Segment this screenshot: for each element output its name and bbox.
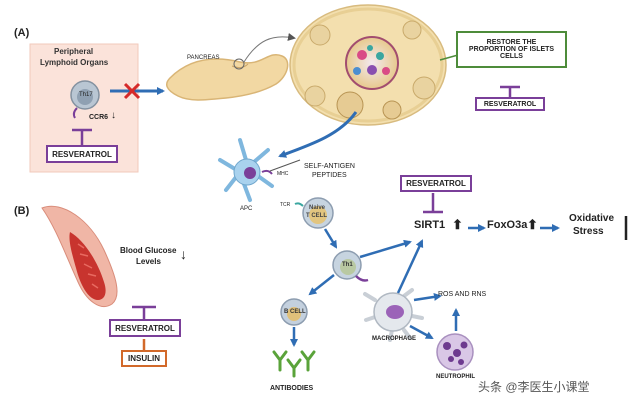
apc-cell bbox=[218, 138, 274, 202]
th17-label: Th17 bbox=[79, 92, 93, 98]
foxo3a-up-arrow: ⬆ bbox=[527, 217, 538, 232]
restore-line-3: CELLS bbox=[500, 53, 523, 60]
self-antigen-line-1: SELF-ANTIGEN bbox=[304, 163, 355, 170]
mhc-label: MHC bbox=[277, 171, 289, 177]
ccr6-down-arrow: ↓ bbox=[111, 110, 116, 121]
antibodies-icons bbox=[272, 350, 316, 378]
insulin-box: INSULIN bbox=[121, 350, 167, 367]
sirt1-up-arrow: ⬆ bbox=[452, 217, 463, 232]
pancreas-zoom-circle bbox=[233, 58, 245, 70]
macrophage-cell bbox=[363, 288, 424, 342]
restore-islets-box: RESTORE THE PROPORTION OF ISLETS CELLS bbox=[456, 31, 567, 68]
arrow-macrophage-to-neutrophil bbox=[409, 324, 434, 340]
restore-line-2: PROPORTION OF ISLETS bbox=[468, 46, 555, 53]
restore-line-1: RESTORE THE bbox=[486, 39, 537, 46]
sirt1-label: SIRT1 bbox=[414, 219, 446, 231]
antibodies-label: ANTIBODIES bbox=[270, 385, 314, 392]
self-antigen-line-2: PEPTIDES bbox=[312, 172, 347, 179]
ros-rns-label: ROS AND RNS bbox=[438, 291, 487, 298]
naive-t-cell bbox=[294, 197, 334, 229]
pancreas-label: PANCREAS bbox=[187, 55, 220, 61]
oxidative-label-2: Stress bbox=[573, 226, 604, 237]
macrophage-label: MACROPHAGE bbox=[372, 336, 417, 342]
neutrophil-label: NEUTROPHIL bbox=[436, 374, 475, 380]
naive-label-1: Naive bbox=[309, 205, 326, 211]
tissue-to-restore-line bbox=[439, 54, 459, 61]
glucose-label-2: Levels bbox=[136, 257, 161, 266]
th17-cell bbox=[70, 80, 100, 119]
neutrophil-cell bbox=[436, 333, 474, 371]
apc-label: APC bbox=[240, 206, 253, 212]
oxidative-label-1: Oxidative bbox=[569, 213, 615, 224]
tcr-label: TCR bbox=[280, 202, 291, 208]
th1-cell bbox=[332, 250, 369, 282]
cross-mark bbox=[123, 82, 141, 100]
lymphoid-title-2: Lymphoid Organs bbox=[40, 58, 109, 67]
arrow-macrophage-to-ros bbox=[413, 292, 442, 302]
zoom-arrow bbox=[243, 32, 296, 63]
glucose-label-1: Blood Glucose bbox=[120, 246, 177, 255]
arrow-tissue-to-apc bbox=[278, 111, 358, 158]
resveratrol-box-sirt1: RESVERATROL bbox=[400, 175, 472, 192]
resveratrol-box-glucose: RESVERATROL bbox=[109, 319, 181, 337]
lymphoid-title-1: Peripheral bbox=[54, 47, 94, 56]
resveratrol-box-restore: RESVERATROL bbox=[475, 97, 545, 111]
panel-b-label: (B) bbox=[14, 205, 30, 217]
b-cell-label: B CELL bbox=[284, 309, 306, 315]
foxo3a-label: FoxO3a bbox=[487, 219, 528, 231]
watermark: 头条 @李医生小课堂 bbox=[478, 380, 590, 394]
islet-tissue bbox=[289, 4, 447, 126]
arrow-macrophage-to-sirt1 bbox=[396, 239, 424, 294]
b-cell bbox=[280, 298, 308, 326]
blood-vessel bbox=[41, 205, 118, 307]
ccr6-label: CCR6 bbox=[89, 114, 109, 121]
resveratrol-box-lymph: RESVERATROL bbox=[46, 145, 118, 163]
pancreas-organ bbox=[165, 53, 289, 101]
glucose-down-arrow: ↓ bbox=[180, 246, 187, 262]
panel-a-label: (A) bbox=[14, 27, 30, 39]
naive-label-2: T CELL bbox=[306, 213, 327, 219]
th1-label: Th1 bbox=[342, 262, 353, 268]
